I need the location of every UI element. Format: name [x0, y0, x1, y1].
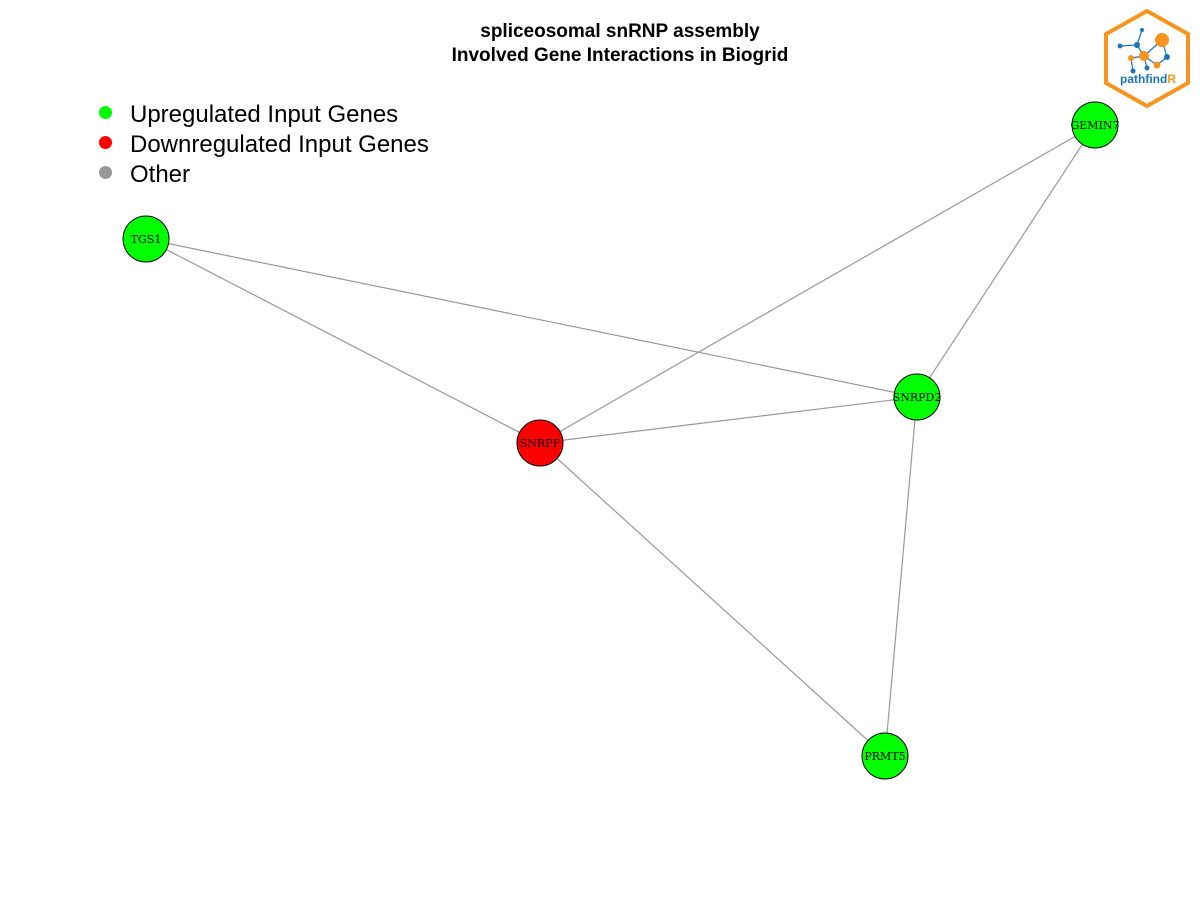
node-snrpf: SNRPF — [516, 419, 564, 467]
legend-item-upregulated: Upregulated Input Genes — [96, 100, 429, 130]
chart-title-line1: spliceosomal snRNP assembly — [480, 21, 760, 42]
node-label: SNRPD2 — [893, 391, 942, 404]
node-circle — [893, 373, 941, 421]
edge-gemin7-snrpd2 — [916, 124, 1096, 398]
legend-dot-icon — [99, 165, 112, 179]
edge-snrpd2-prmt5 — [884, 396, 918, 757]
node-circle — [516, 419, 564, 467]
edge-gemin7-snrpf — [539, 124, 1096, 444]
legend-label: Upregulated Input Genes — [130, 101, 399, 128]
node-prmt5: PRMT5 — [861, 732, 909, 780]
node-circle — [1071, 101, 1119, 149]
edge-tgs1-snrpf — [145, 238, 541, 444]
legend-item-downregulated: Downregulated Input Genes — [96, 130, 429, 160]
edge-snrpf-prmt5 — [539, 442, 886, 757]
node-circle — [122, 215, 170, 263]
edge-snrpf-snrpd2 — [539, 396, 918, 444]
node-tgs1: TGS1 — [122, 215, 170, 263]
legend-item-other: Other — [96, 160, 429, 190]
node-label: SNRPF — [520, 437, 561, 450]
pathfindr-logo: pathfindR — [1104, 8, 1190, 109]
chart-title: spliceosomal snRNP assembly Involved Gen… — [0, 20, 1200, 68]
node-snrpd2: SNRPD2 — [893, 373, 942, 421]
legend-dot-icon — [99, 135, 112, 149]
node-label: TGS1 — [131, 233, 162, 246]
logo-text: pathfindR — [1120, 72, 1176, 86]
legend-label: Downregulated Input Genes — [130, 131, 429, 158]
legend-label: Other — [130, 161, 191, 188]
legend-dot-icon — [99, 105, 112, 119]
node-label: PRMT5 — [864, 750, 905, 763]
network-hexagon-logo-icon — [1117, 28, 1170, 74]
node-label: GEMIN7 — [1070, 119, 1119, 132]
chart-title-line2: Involved Gene Interactions in Biogrid — [451, 45, 789, 66]
node-circle — [861, 732, 909, 780]
network-edges — [145, 124, 1096, 757]
edge-tgs1-snrpd2 — [145, 238, 918, 398]
node-gemin7: GEMIN7 — [1070, 101, 1120, 149]
legend: Upregulated Input Genes Downregulated In… — [96, 100, 429, 190]
